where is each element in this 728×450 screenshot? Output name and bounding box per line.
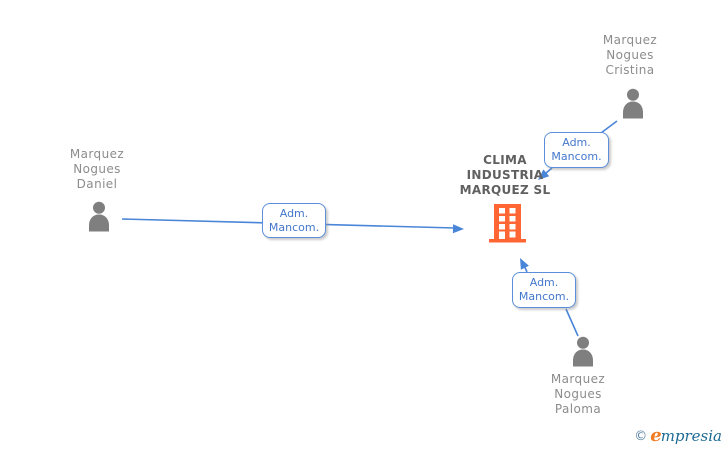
relationship-label-line: Mancom.: [551, 150, 602, 163]
arrowhead-downleft-icon: [538, 169, 550, 180]
relationship-label-line: Adm.: [529, 276, 559, 289]
person-icon-paloma[interactable]: [569, 336, 597, 367]
brand-logo-text: mpresia: [660, 427, 722, 445]
brand-logo-e: e: [650, 425, 662, 446]
relationship-label-paloma: Adm. Mancom.: [512, 272, 576, 308]
person-name-line: Daniel: [76, 177, 118, 191]
person-name-line: Paloma: [554, 402, 602, 416]
person-name-line: Nogues: [554, 387, 602, 401]
relationship-label-daniel: Adm. Mancom.: [262, 203, 326, 238]
company-name-line: INDUSTRIA: [466, 168, 544, 182]
relationship-label-line: Mancom.: [518, 290, 570, 303]
person-name-paloma[interactable]: Marquez Nogues Paloma: [518, 372, 638, 417]
arrowhead-right-icon: [452, 224, 464, 234]
person-name-line: Nogues: [73, 162, 121, 176]
person-icon-daniel[interactable]: [85, 201, 113, 232]
company-name-line: CLIMA: [483, 153, 527, 167]
person-name-line: Marquez: [550, 372, 606, 386]
person-icon: [89, 201, 109, 232]
connector-cristina-labelbox: [600, 120, 618, 134]
building-icon: [489, 204, 526, 243]
company-name[interactable]: CLIMA INDUSTRIA MARQUEZ SL: [443, 153, 567, 198]
relationship-label-cristina: Adm. Mancom.: [544, 132, 609, 168]
person-icon-cristina[interactable]: [619, 88, 647, 119]
person-name-line: Marquez: [69, 147, 125, 161]
brand-logo[interactable]: ©empresia: [634, 425, 722, 446]
relationship-label-line: Adm.: [279, 206, 309, 220]
relationship-label-line: Mancom.: [268, 220, 320, 234]
person-name-line: Cristina: [605, 63, 655, 77]
person-icon: [573, 336, 593, 367]
relationship-label-line: Adm.: [562, 136, 591, 149]
person-name-daniel[interactable]: Marquez Nogues Daniel: [37, 147, 157, 192]
arrowhead-upleft-icon: [520, 258, 529, 270]
person-name-line: Nogues: [606, 48, 654, 62]
company-node[interactable]: [488, 203, 528, 244]
person-icon: [623, 88, 643, 119]
copyright-icon: ©: [634, 429, 648, 444]
connector-paloma-labelbox: [565, 308, 579, 337]
person-name-cristina[interactable]: Marquez Nogues Cristina: [570, 33, 690, 78]
person-name-line: Marquez: [602, 33, 658, 47]
company-name-line: MARQUEZ SL: [459, 183, 551, 197]
